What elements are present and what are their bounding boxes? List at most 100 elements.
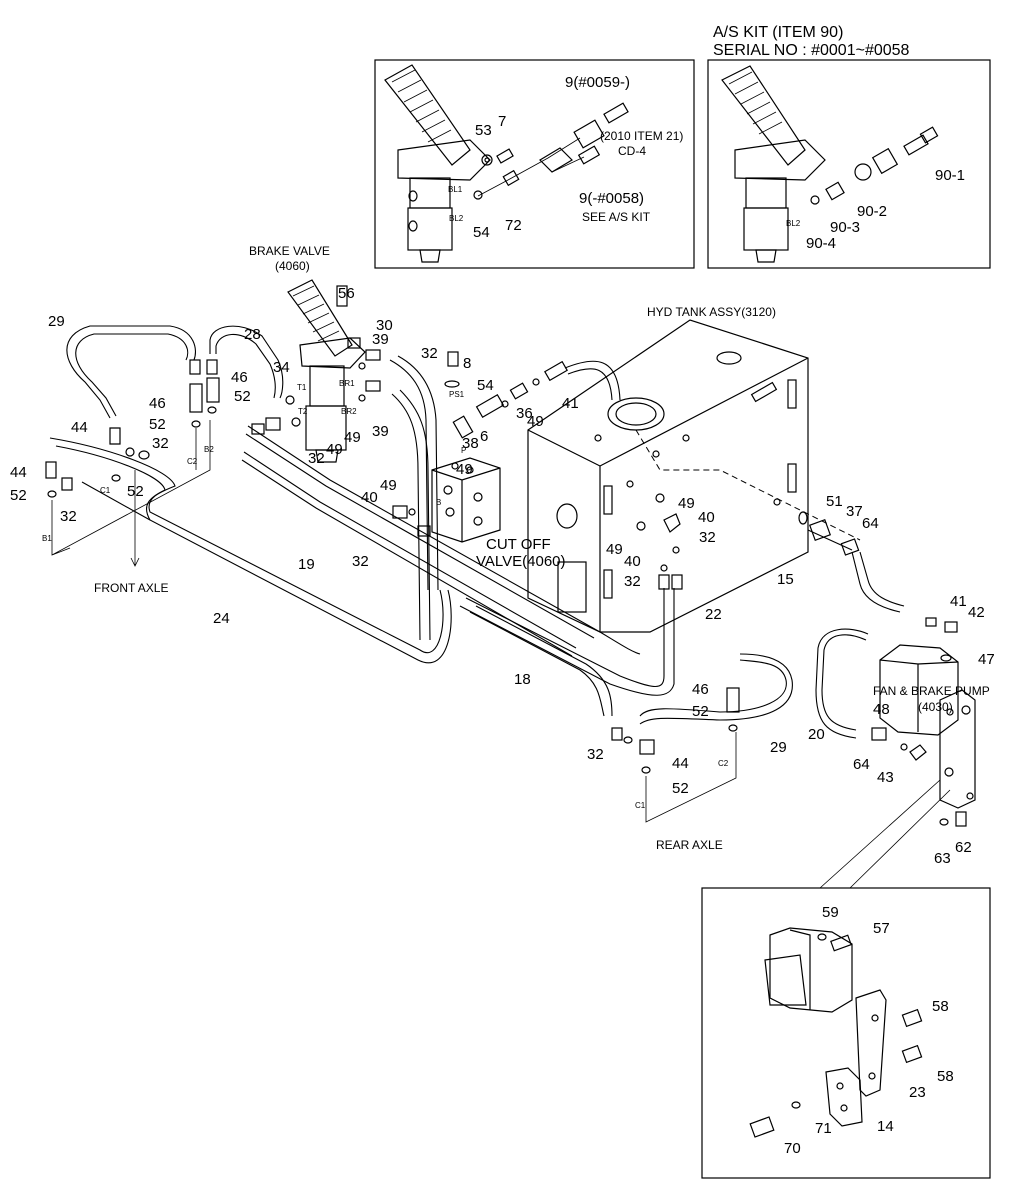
callout-32-c: 32 [352,553,369,570]
callout-46-c: 46 [692,681,709,698]
brake-valve-code: (4060) [275,259,310,273]
port-c2-rear: C2 [718,759,729,768]
callout-8: 8 [463,355,471,372]
callout-32-e: 32 [624,573,641,590]
callout-37: 37 [846,503,863,520]
callout-64-a: 64 [862,515,879,532]
callout-20: 20 [808,726,825,743]
callout-49-a: 49 [344,429,361,446]
callout-29-a: 29 [48,313,65,330]
hydraulic-tank [527,319,809,633]
port-t2: T2 [298,407,308,416]
callout-32-d: 32 [699,529,716,546]
callout-32-g: 32 [60,508,77,525]
callout-40-a: 40 [361,489,378,506]
front-axle-arrow [130,470,140,567]
callout-49-e: 49 [527,413,544,430]
inset-box-brake-valve [374,59,695,269]
front-axle-fittings [45,359,220,498]
cutoff-title: CUT OFF [486,536,551,553]
callout-38: 38 [462,435,479,452]
callout-52-c: 52 [10,487,27,504]
callout-49-c: 49 [456,461,473,478]
callout-32-h: 32 [587,746,604,763]
callout-90-3: 90-3 [830,219,860,236]
see-as-kit: SEE A/S KIT [582,210,651,224]
callout-90-2: 90-2 [857,203,887,220]
port-b: B [436,498,441,507]
callout-49-f: 49 [678,495,695,512]
callout-63: 63 [934,850,951,867]
callout-53: 53 [475,122,492,139]
callout-52-f: 52 [672,780,689,797]
callout-9-old: 9(-#0058) [579,190,644,207]
callout-29-b: 29 [770,739,787,756]
callout-43: 43 [877,769,894,786]
callout-90-4: 90-4 [806,235,836,252]
hoses [49,325,905,739]
callout-58-b: 58 [937,1068,954,1085]
callout-22: 22 [705,606,722,623]
rear-axle-bracket [645,732,737,823]
port-p: P [461,446,466,455]
callout-64-b: 64 [853,756,870,773]
port-bl2-kit: BL2 [786,219,801,228]
callout-58-a: 58 [932,998,949,1015]
return-line-dashed [635,429,861,541]
callout-52-b: 52 [149,416,166,433]
callout-51: 51 [826,493,843,510]
item21-cd4: CD-4 [618,144,646,158]
item21-ref: (2010 ITEM 21) [600,129,683,143]
detail-box-pump-bracket [701,887,991,1179]
callout-41-a: 41 [562,395,579,412]
callout-57: 57 [873,920,890,937]
callout-49-b: 49 [326,441,343,458]
port-bl1: BL1 [448,185,463,194]
callout-7: 7 [498,113,506,130]
callout-14: 14 [877,1118,894,1135]
callout-71: 71 [815,1120,832,1137]
brake-valve [287,279,366,463]
callout-49-g: 49 [606,541,623,558]
callout-46-b: 46 [231,369,248,386]
inset-box-as-kit [707,59,991,269]
pump-title: FAN & BRAKE PUMP [873,684,990,698]
callout-32-a: 32 [421,345,438,362]
port-ps1: PS1 [449,390,465,399]
callout-54-main: 54 [477,377,494,394]
callout-39-b: 39 [372,423,389,440]
port-t1: T1 [297,383,307,392]
port-c1-rear: C1 [635,801,646,810]
callout-47: 47 [978,651,995,668]
callout-9-new: 9(#0059-) [565,74,630,91]
cutoff-fittings [392,360,568,537]
callout-46-a: 46 [149,395,166,412]
port-b1: B1 [42,534,52,543]
tank-side-fittings [636,493,860,590]
callout-49-d: 49 [380,477,397,494]
callout-32-f: 32 [152,435,169,452]
callout-72: 72 [505,217,522,234]
callout-44-a: 44 [71,419,88,436]
callout-44-b: 44 [10,464,27,481]
callout-56: 56 [338,285,355,302]
port-b2: B2 [204,445,214,454]
fan-brake-pump [871,617,976,827]
detail-leader [819,779,951,889]
front-axle-label: FRONT AXLE [94,581,168,595]
callout-32-b: 32 [308,450,325,467]
callout-23: 23 [909,1084,926,1101]
callout-34: 34 [273,359,290,376]
callout-30: 30 [376,317,393,334]
callout-41-b: 41 [950,593,967,610]
callout-48: 48 [873,701,890,718]
callout-70: 70 [784,1140,801,1157]
callout-24: 24 [213,610,230,627]
port-br2: BR2 [341,407,357,416]
callout-40-c: 40 [624,553,641,570]
cutoff-code: VALVE(4060) [476,553,566,570]
callout-44-c: 44 [672,755,689,772]
port-c2-front: C2 [187,457,198,466]
